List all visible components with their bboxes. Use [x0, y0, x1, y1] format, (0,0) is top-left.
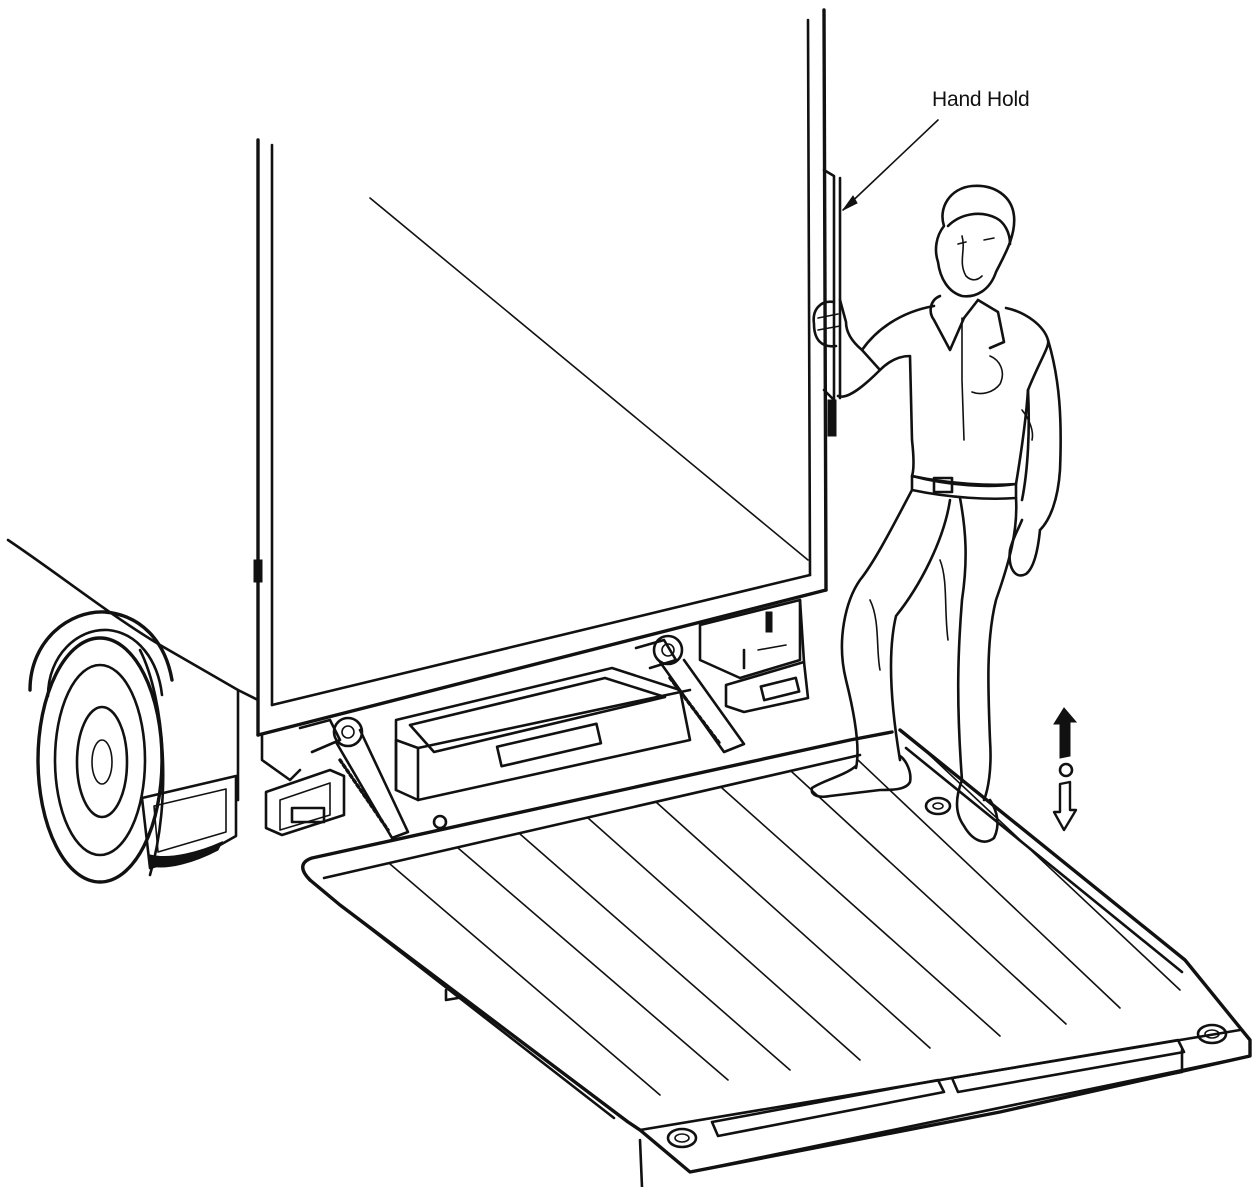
rear-wheel: [28, 610, 174, 884]
hand-hold-label: Hand Hold: [932, 88, 1030, 111]
callout-leader-line: [842, 119, 939, 211]
truck-body-side: [6, 538, 260, 802]
mud-flap: [140, 774, 238, 870]
operator-figure: [810, 184, 1062, 843]
liftgate-platform: [301, 728, 1252, 1187]
lift-mechanism: [260, 598, 810, 840]
hand-hold-bar: [822, 168, 842, 437]
box-door-frame: [253, 8, 828, 737]
up-down-arrows-icon: [1052, 707, 1078, 832]
callout-arrowhead: [842, 195, 858, 211]
